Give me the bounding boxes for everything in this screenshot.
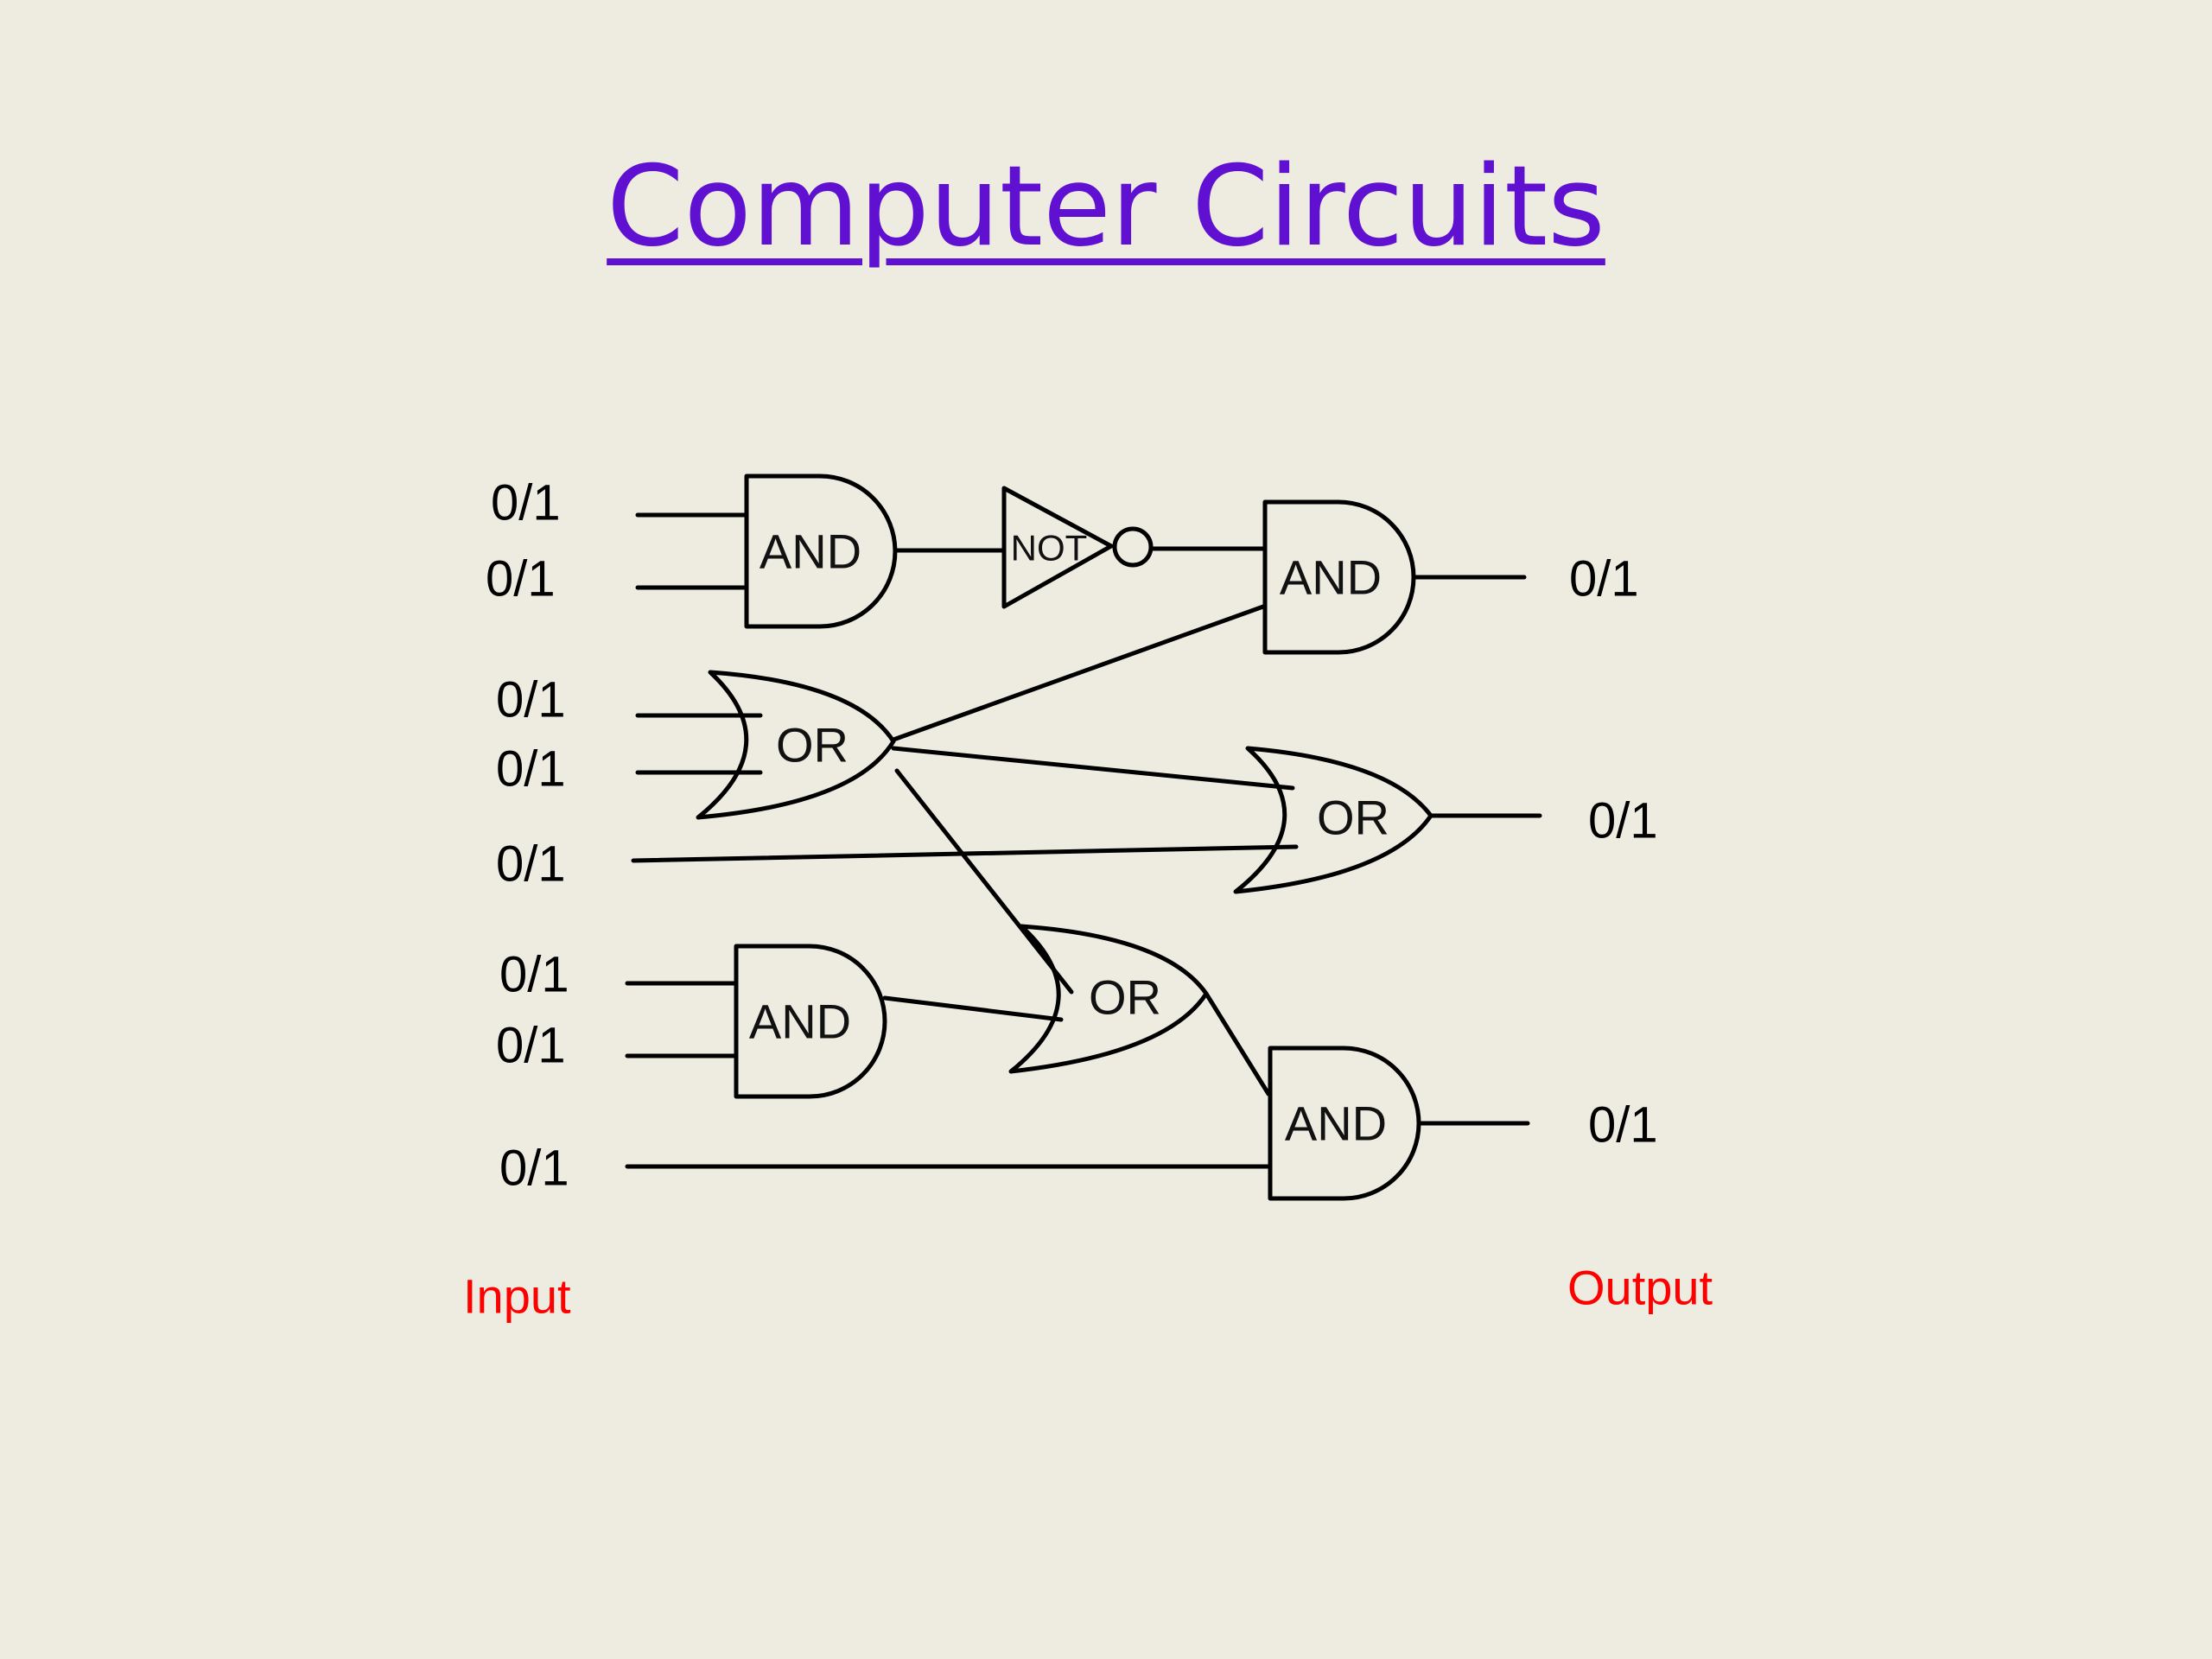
not-gate-label: NOT <box>1011 528 1088 569</box>
and-gate-1: AND <box>744 474 898 629</box>
and-gate-output-1-label: AND <box>1280 550 1382 605</box>
input-value-8: 0/1 <box>499 1141 569 1197</box>
input-value-6: 0/1 <box>499 947 569 1003</box>
input-value-4: 0/1 <box>496 741 566 798</box>
or-gate-output-2: OR <box>1233 746 1433 894</box>
or-gate-2: OR <box>1008 924 1209 1074</box>
and-gate-1-label: AND <box>760 524 861 579</box>
and-gate-output-1: AND <box>1262 499 1416 655</box>
input-value-1: 0/1 <box>491 475 561 531</box>
or-gate-output-2-label: OR <box>1317 791 1389 845</box>
and-gate-2: AND <box>734 944 887 1099</box>
input-value-3: 0/1 <box>496 672 566 728</box>
not-gate: NOT <box>1001 486 1154 609</box>
slide-title: Computer Circuits <box>607 143 1605 271</box>
and-gate-2-label: AND <box>749 995 851 1049</box>
or-gate-1: OR <box>696 670 896 820</box>
and-gate-output-3: AND <box>1268 1046 1421 1201</box>
or-gate-1-label: OR <box>776 718 849 772</box>
wire-or2-to-and-out3 <box>1204 991 1271 1096</box>
output-value-2: 0/1 <box>1588 793 1658 849</box>
or-gate-2-label: OR <box>1089 970 1161 1025</box>
input-value-5: 0/1 <box>496 836 566 893</box>
output-value-3: 0/1 <box>1588 1097 1658 1154</box>
input-value-7: 0/1 <box>496 1018 566 1074</box>
wire-and2-to-or2 <box>882 995 1064 1022</box>
and-gate-output-3-label: AND <box>1285 1096 1387 1151</box>
wire-or1-to-and-out1 <box>891 604 1266 742</box>
output-label: Output <box>1567 1261 1713 1315</box>
input-value-2: 0/1 <box>486 551 556 607</box>
output-value-1: 0/1 <box>1569 551 1639 607</box>
wire-or1-to-or-out2 <box>891 746 1295 791</box>
wire-or1-to-or2 <box>894 768 1074 995</box>
input-label: Input <box>463 1269 571 1324</box>
